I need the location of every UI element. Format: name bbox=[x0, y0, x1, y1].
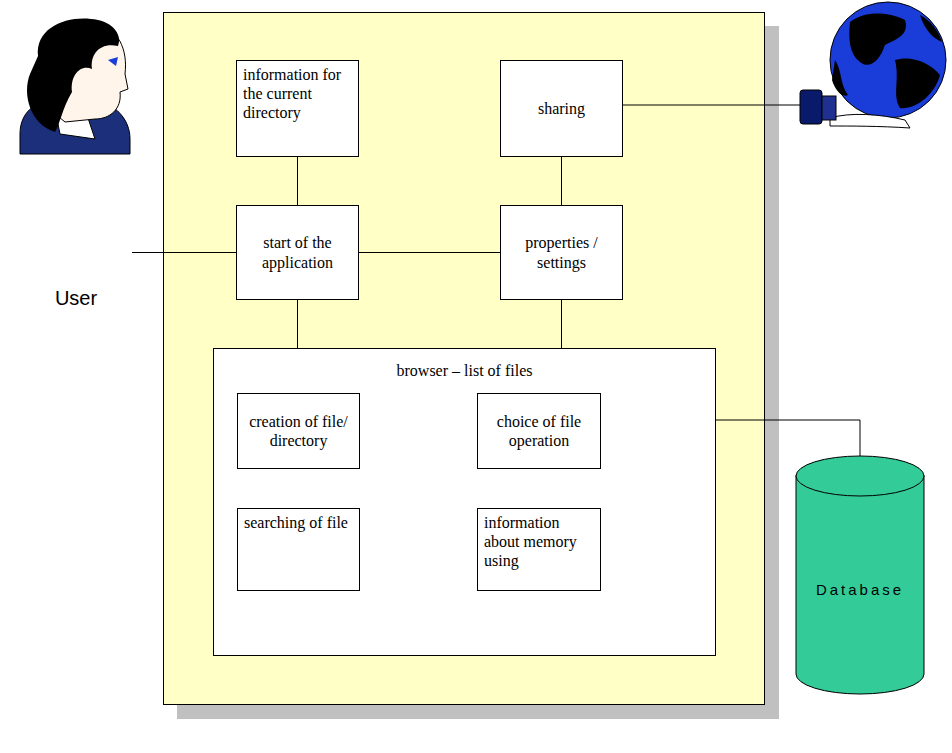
node-label: properties / settings bbox=[507, 233, 616, 271]
connector-line bbox=[359, 252, 500, 253]
process-box: choice of file operation bbox=[477, 393, 601, 469]
process-box: information about memory using bbox=[477, 508, 601, 591]
node-label: information for the current directory bbox=[243, 65, 352, 123]
node-label: choice of file operation bbox=[484, 412, 594, 450]
node-label: sharing bbox=[507, 99, 616, 118]
browser-panel: browser – list of files creation of file/… bbox=[213, 348, 716, 656]
process-box: sharing bbox=[500, 60, 623, 157]
cylinder-outline bbox=[795, 455, 925, 695]
node-label: Database bbox=[816, 581, 904, 599]
process-box: start of the application bbox=[236, 205, 359, 300]
connector-line bbox=[561, 300, 562, 348]
node-label: creation of file/ directory bbox=[244, 412, 353, 450]
database-cylinder: Database bbox=[795, 455, 925, 695]
node-label: searching of file bbox=[244, 513, 353, 532]
process-box: properties / settings bbox=[500, 205, 623, 300]
user-actor: User bbox=[0, 14, 132, 314]
node-label: start of the application bbox=[243, 233, 352, 271]
node-label: User bbox=[0, 286, 132, 310]
connector-line bbox=[561, 157, 562, 205]
process-box: creation of file/ directory bbox=[237, 393, 360, 469]
node-label: browser – list of files bbox=[214, 361, 715, 380]
connector-line bbox=[297, 300, 298, 348]
connector-line bbox=[716, 420, 860, 456]
connector-line bbox=[297, 157, 298, 205]
user-illustration bbox=[0, 14, 132, 164]
node-label: information about memory using bbox=[484, 513, 594, 571]
process-box: searching of file bbox=[237, 508, 360, 591]
process-box: information for the current directory bbox=[236, 60, 359, 157]
connector-line bbox=[132, 252, 236, 253]
network-line bbox=[623, 105, 805, 106]
